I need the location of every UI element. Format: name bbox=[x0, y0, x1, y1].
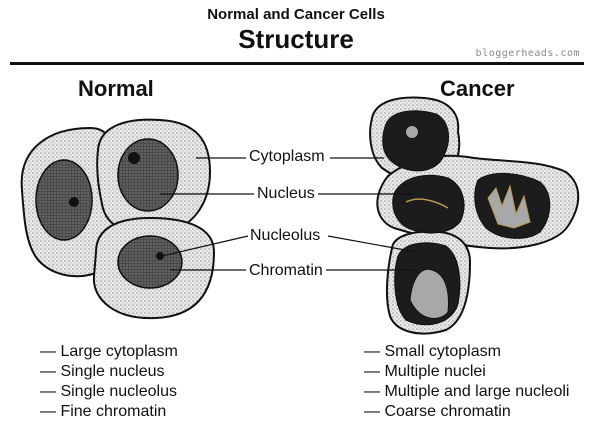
cancer-features-list: Small cytoplasm Multiple nuclei Multiple… bbox=[364, 342, 569, 422]
cancer-nucleolus-jagged bbox=[487, 184, 531, 229]
normal-cell-1-nucleus bbox=[35, 159, 93, 241]
normal-cell-2-nucleus bbox=[117, 138, 179, 212]
list-item: Small cytoplasm bbox=[364, 342, 569, 362]
list-item: Multiple and large nucleoli bbox=[364, 382, 569, 402]
diagram-title: Structure bbox=[238, 24, 354, 54]
normal-cell-2-nucleolus bbox=[128, 152, 140, 164]
cancer-nucleolus-top bbox=[406, 126, 418, 138]
normal-features-list: Large cytoplasm Single nucleus Single nu… bbox=[40, 342, 178, 422]
label-chromatin: Chromatin bbox=[247, 262, 325, 280]
cancer-heading: Cancer bbox=[440, 76, 515, 101]
label-cytoplasm: Cytoplasm bbox=[247, 148, 327, 166]
label-nucleus: Nucleus bbox=[255, 185, 317, 203]
label-nucleolus: Nucleolus bbox=[248, 227, 323, 245]
title-divider bbox=[10, 62, 584, 65]
list-item: Single nucleolus bbox=[40, 382, 178, 402]
list-item: Single nucleus bbox=[40, 362, 178, 382]
list-item: Multiple nuclei bbox=[364, 362, 569, 382]
normal-cell-1-nucleolus bbox=[69, 197, 79, 207]
list-item: Large cytoplasm bbox=[40, 342, 177, 362]
leader-nucleolus-cancer bbox=[327, 235, 417, 253]
list-item: Fine chromatin bbox=[40, 402, 178, 422]
normal-cell-3-nucleus bbox=[117, 235, 183, 289]
cancer-nucleus-top bbox=[382, 110, 449, 172]
cancer-nucleolus-bottom bbox=[409, 268, 449, 319]
cancer-nucleus-middle-left bbox=[392, 174, 465, 234]
diagram-subtitle: Normal and Cancer Cells bbox=[207, 6, 385, 23]
watermark-text: bloggerheads.com bbox=[475, 48, 580, 59]
normal-heading: Normal bbox=[78, 76, 154, 101]
list-item: Coarse chromatin bbox=[364, 402, 569, 422]
normal-cell-3-nucleolus bbox=[156, 252, 164, 260]
leader-nucleolus-normal bbox=[161, 235, 249, 257]
cancer-chromatin-streak bbox=[405, 198, 449, 209]
